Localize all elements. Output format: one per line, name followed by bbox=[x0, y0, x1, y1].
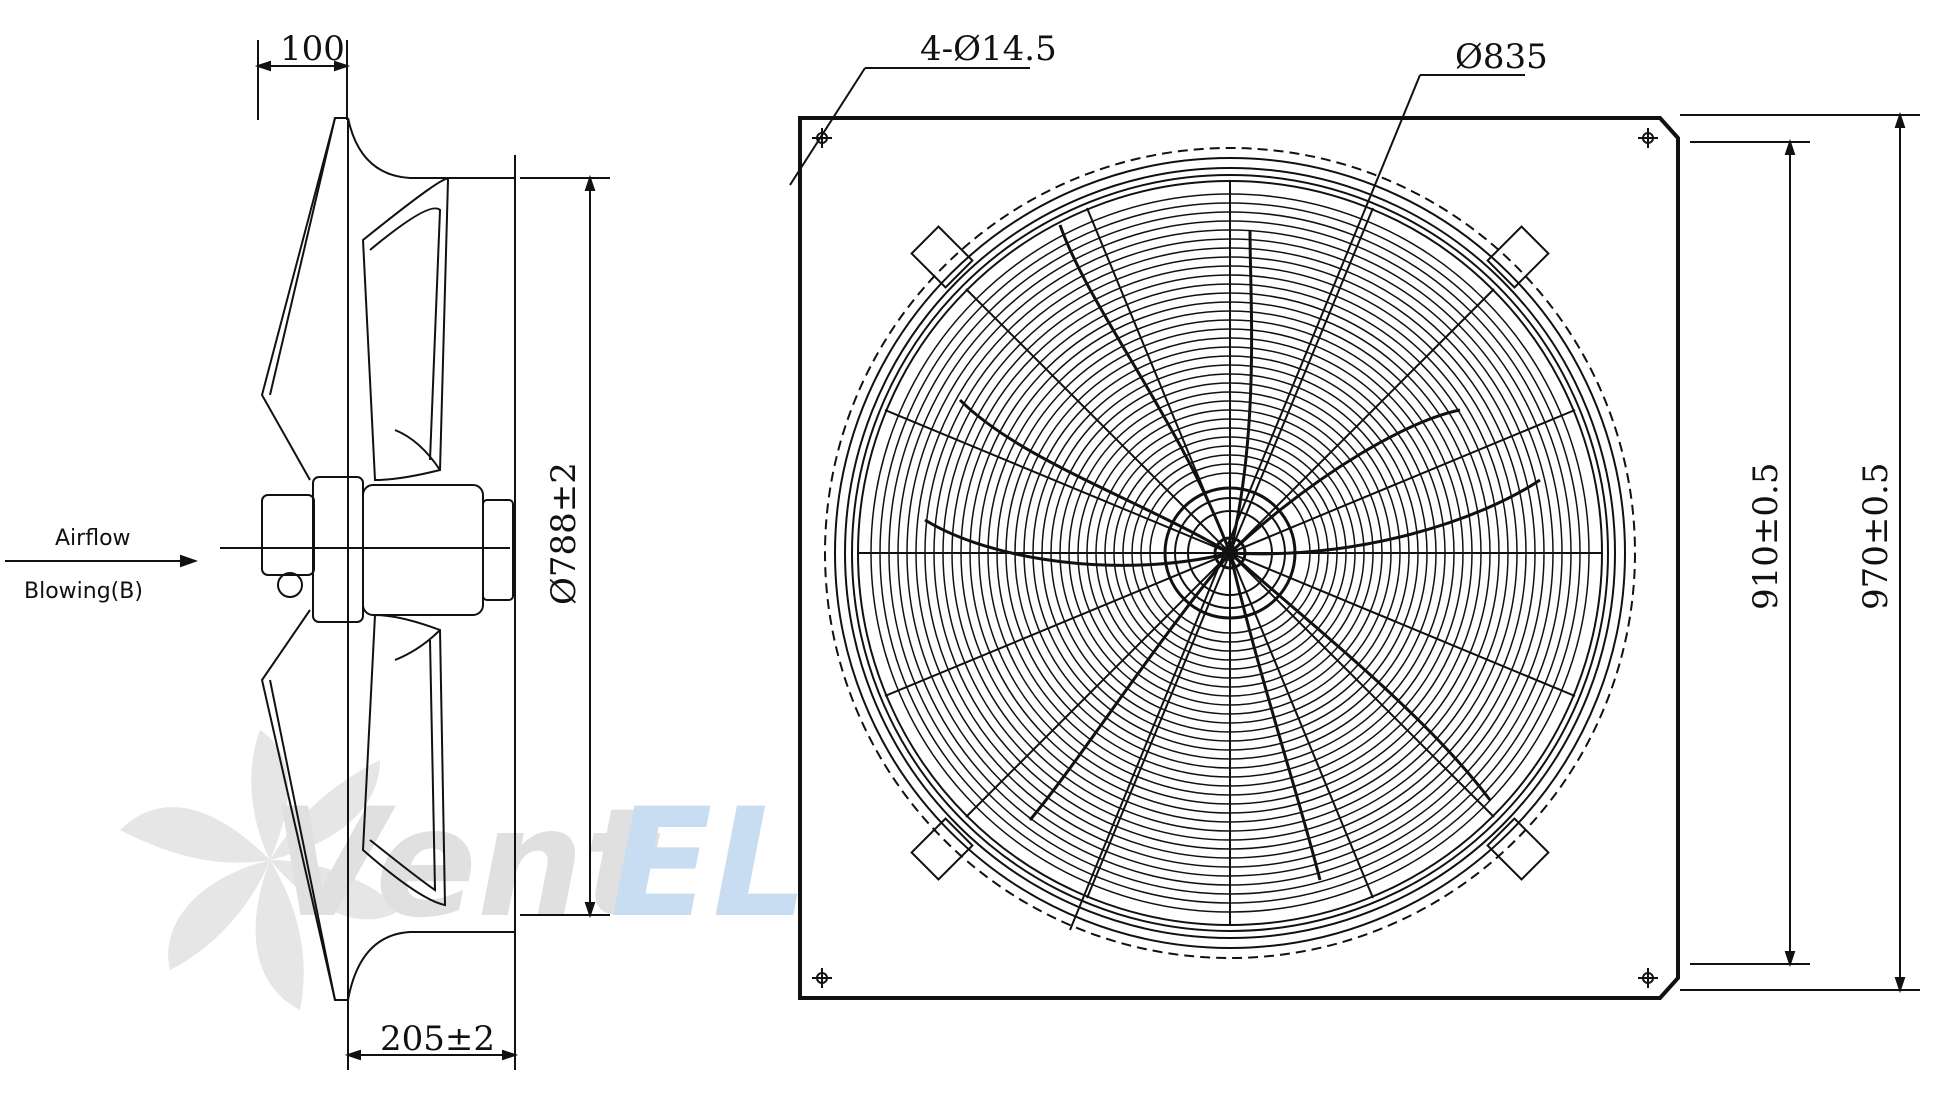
guard-ring bbox=[915, 238, 1545, 868]
guard-ring bbox=[1086, 409, 1374, 697]
watermark-text-gray: Vent bbox=[270, 777, 661, 951]
guard-ring bbox=[906, 229, 1554, 877]
mounting-holes bbox=[812, 128, 1658, 988]
guard-ring bbox=[924, 247, 1536, 859]
watermark-text-blue: EL bbox=[610, 777, 808, 951]
guard-ring bbox=[987, 310, 1473, 796]
guard-rings bbox=[870, 193, 1590, 913]
airflow-label: Airflow bbox=[55, 526, 131, 551]
guard-ring bbox=[888, 211, 1572, 895]
guard-ring bbox=[1032, 355, 1428, 751]
watermark: Vent EL bbox=[120, 730, 808, 1010]
guard-ring bbox=[1113, 436, 1347, 670]
guard-ring bbox=[951, 274, 1509, 832]
guard-ring bbox=[1140, 463, 1320, 643]
guard-ring bbox=[879, 202, 1581, 904]
guard-ring bbox=[1068, 391, 1392, 715]
guard-ring bbox=[897, 220, 1563, 886]
guard-ring bbox=[942, 265, 1518, 841]
guard-ring bbox=[1023, 346, 1437, 760]
dim-guard-diameter: Ø835 bbox=[1455, 37, 1548, 77]
guard-ring bbox=[1131, 454, 1329, 652]
guard-ring bbox=[1041, 364, 1419, 742]
front-view bbox=[789, 67, 1920, 1000]
dim-top-100: 100 bbox=[280, 29, 345, 69]
guard-ring bbox=[1050, 373, 1410, 733]
guard-ring bbox=[978, 301, 1482, 805]
guard-ring bbox=[969, 292, 1491, 814]
guard-ring bbox=[1104, 427, 1356, 679]
guard-ring bbox=[1059, 382, 1401, 724]
dim-outer-970: 970±0.5 bbox=[1856, 463, 1896, 610]
dim-inner-910: 910±0.5 bbox=[1746, 463, 1786, 610]
dim-diameter-788: Ø788±2 bbox=[544, 462, 584, 605]
blowing-label: Blowing(B) bbox=[24, 579, 143, 604]
guard-ring bbox=[960, 283, 1500, 823]
guard-ring bbox=[1077, 400, 1383, 706]
guard-ring bbox=[933, 256, 1527, 850]
dim-bottom-205: 205±2 bbox=[380, 1019, 495, 1059]
guard-ring bbox=[1095, 418, 1365, 688]
dim-holes: 4-Ø14.5 bbox=[920, 29, 1057, 69]
side-view bbox=[5, 40, 610, 1070]
guard-ring bbox=[1122, 445, 1338, 661]
guard-ring bbox=[870, 193, 1590, 913]
guard-ring bbox=[996, 319, 1464, 787]
guard-brackets bbox=[910, 225, 1550, 881]
